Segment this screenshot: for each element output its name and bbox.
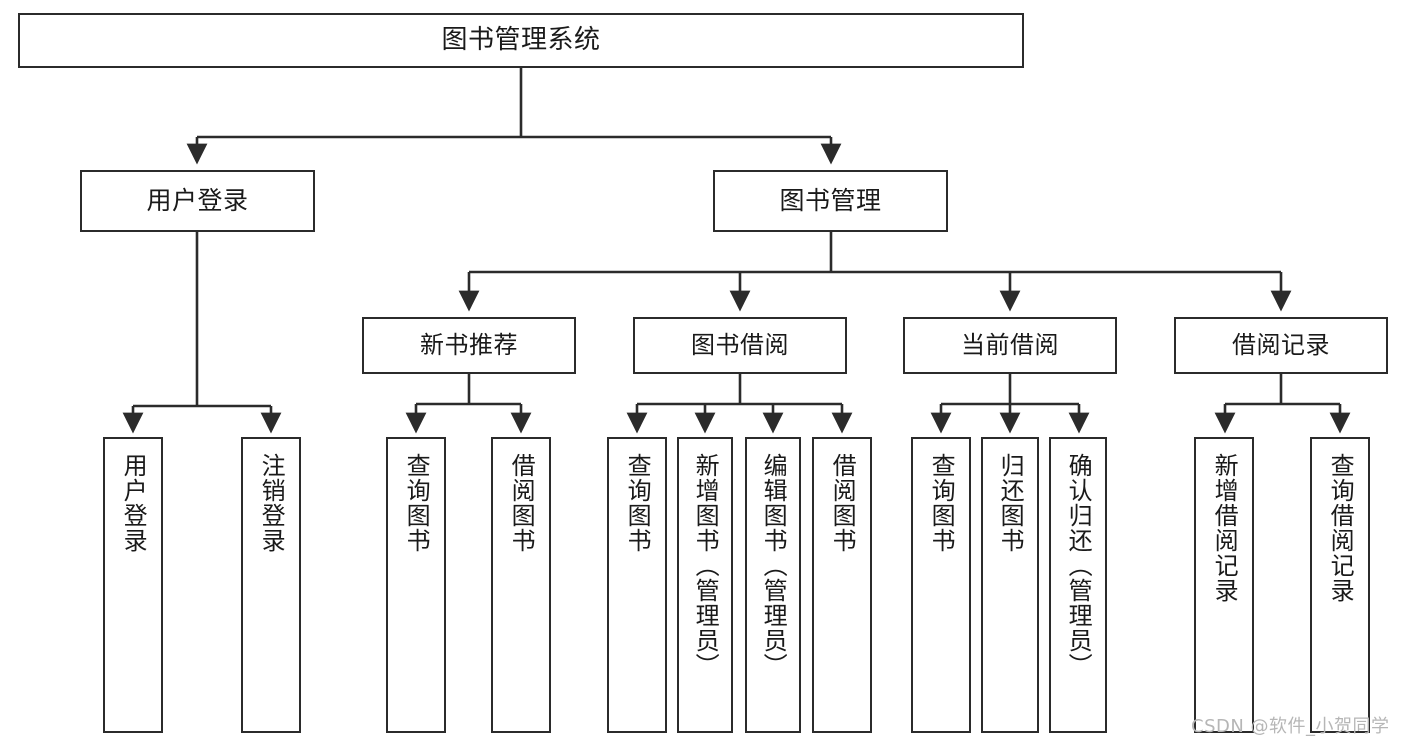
leaf-logout-label: 注销登录 [257,453,286,553]
leaf-query-book-borrow[interactable]: 查询图书 [607,437,667,733]
leaf-borrow-book-label: 借阅图书 [828,453,857,553]
leaf-borrow-book-recommend-label: 借阅图书 [507,453,536,553]
leaf-borrow-book[interactable]: 借阅图书 [812,437,872,733]
leaf-confirm-return-admin-label: 确认归还（管理员） [1064,453,1093,678]
node-current-borrow-label: 当前借阅 [961,330,1059,359]
node-book-borrow-label: 图书借阅 [691,330,789,359]
leaf-query-book-recommend[interactable]: 查询图书 [386,437,446,733]
node-book-borrow[interactable]: 图书借阅 [633,317,847,374]
leaf-user-login[interactable]: 用户登录 [103,437,163,733]
leaf-return-book[interactable]: 归还图书 [981,437,1039,733]
leaf-add-borrow-record[interactable]: 新增借阅记录 [1194,437,1254,733]
leaf-query-book-recommend-label: 查询图书 [402,453,431,553]
leaf-query-book-current[interactable]: 查询图书 [911,437,971,733]
leaf-borrow-book-recommend[interactable]: 借阅图书 [491,437,551,733]
node-user-login[interactable]: 用户登录 [80,170,315,232]
leaf-logout[interactable]: 注销登录 [241,437,301,733]
node-user-login-label: 用户登录 [146,185,249,215]
leaf-add-book-admin-label: 新增图书（管理员） [691,453,720,678]
leaf-edit-book-admin[interactable]: 编辑图书（管理员） [745,437,801,733]
node-borrow-records-label: 借阅记录 [1232,330,1330,359]
node-book-management-label: 图书管理 [779,185,882,215]
node-new-book-recommend[interactable]: 新书推荐 [362,317,576,374]
node-new-book-recommend-label: 新书推荐 [420,330,518,359]
leaf-add-borrow-record-label: 新增借阅记录 [1210,453,1239,603]
leaf-confirm-return-admin[interactable]: 确认归还（管理员） [1049,437,1107,733]
leaf-edit-book-admin-label: 编辑图书（管理员） [759,453,788,678]
leaf-add-book-admin[interactable]: 新增图书（管理员） [677,437,733,733]
leaf-query-book-current-label: 查询图书 [927,453,956,553]
leaf-query-borrow-record[interactable]: 查询借阅记录 [1310,437,1370,733]
leaf-return-book-label: 归还图书 [996,453,1025,553]
leaf-query-book-borrow-label: 查询图书 [623,453,652,553]
node-root-book-management-system[interactable]: 图书管理系统 [18,13,1024,68]
node-current-borrow[interactable]: 当前借阅 [903,317,1117,374]
node-borrow-records[interactable]: 借阅记录 [1174,317,1388,374]
node-book-management[interactable]: 图书管理 [713,170,948,232]
node-root-label: 图书管理系统 [441,24,601,55]
leaf-query-borrow-record-label: 查询借阅记录 [1326,453,1355,603]
leaf-user-login-label: 用户登录 [119,453,148,553]
